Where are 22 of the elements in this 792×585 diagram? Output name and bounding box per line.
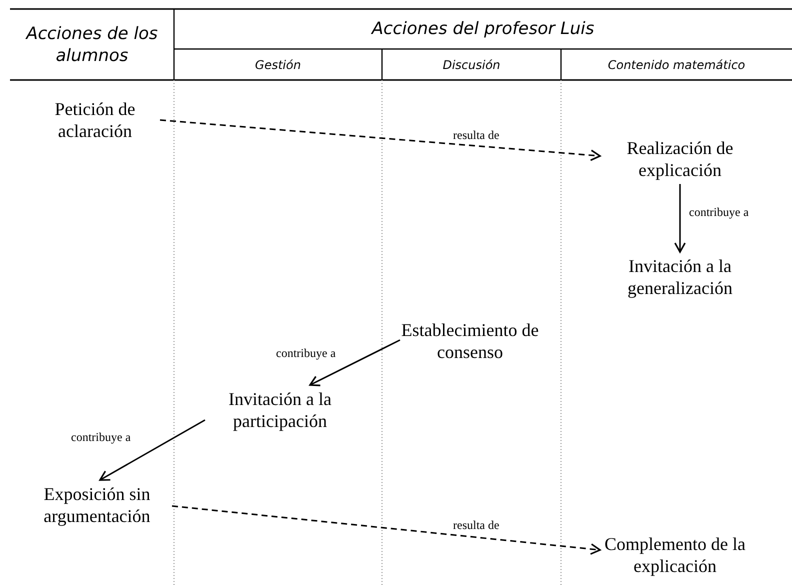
edge-label: resulta de — [452, 518, 500, 532]
edge-label: contribuye a — [70, 430, 132, 444]
column-header: Discusión — [442, 56, 500, 74]
column-header: Gestión — [255, 56, 301, 74]
arrow — [160, 119, 601, 162]
edge-label: contribuye a — [275, 346, 337, 360]
action-label: Invitación a la generalización — [626, 255, 734, 299]
action-label: Exposición sin argumentación — [42, 483, 152, 527]
arrow — [674, 184, 686, 253]
action-label: Invitación a la participación — [228, 388, 332, 432]
edge-label: contribuye a — [688, 205, 750, 219]
action-label: Petición de aclaración — [54, 98, 136, 142]
edge-label: resulta de — [452, 128, 500, 142]
action-label: Realización de explicación — [626, 137, 734, 181]
arrow — [309, 339, 400, 386]
column-header: Acciones del profesor Luis — [372, 18, 594, 40]
arrow — [172, 505, 601, 555]
column-header: Contenido matemático — [608, 56, 746, 74]
column-header: Acciones de los alumnos — [24, 22, 159, 66]
arrow — [99, 419, 206, 481]
action-label: Complemento de la explicación — [604, 533, 746, 577]
action-label: Establecimiento de consenso — [400, 319, 540, 363]
